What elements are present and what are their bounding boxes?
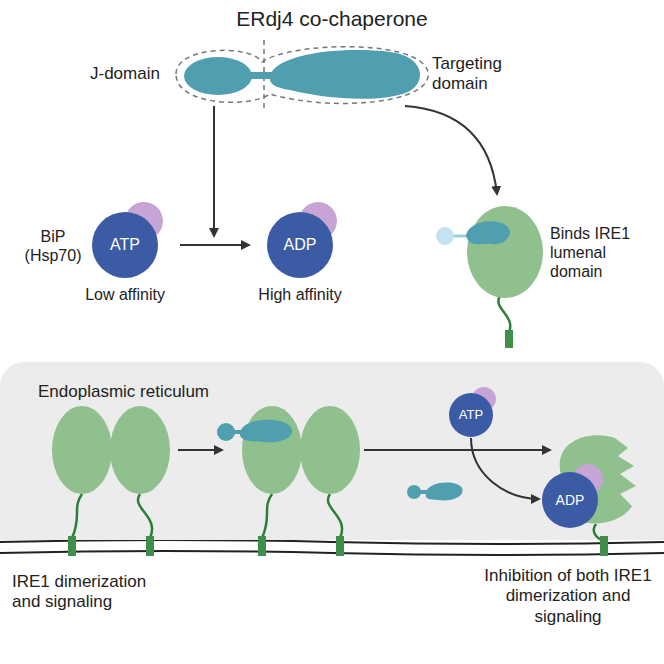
nucleotide-label: ADP <box>540 492 600 509</box>
affinity-label: Low affinity <box>75 285 175 304</box>
bip-adp-state: ADP High affinity <box>250 195 350 320</box>
affinity-label: High affinity <box>250 285 350 304</box>
nucleotide-label: ATP <box>448 407 494 423</box>
bip-atp-state: BiP (Hsp70) ATP Low affinity <box>20 195 180 320</box>
compartment-label: Endoplasmic reticulum <box>38 382 258 402</box>
text-slot: ADP <box>540 492 600 509</box>
outcome-label: Inhibition of both IRE1 dimerization and… <box>482 566 654 627</box>
binding-note: Binds IRE1 lumenal domain <box>550 224 660 282</box>
text-slot: Binds IRE1 lumenal domain <box>550 224 660 282</box>
text-slot: BiP (Hsp70) <box>20 227 86 265</box>
er-lumen-band: Endoplasmic reticulumATP ADP <box>0 362 664 540</box>
nucleotide-label: ATP <box>92 235 158 254</box>
domain-label: Targeting domain <box>432 54 524 95</box>
text-slot: High affinity <box>250 285 350 304</box>
text-slot: Targeting domain <box>432 54 524 95</box>
ire1-lumenal-domain <box>436 206 543 348</box>
bip-adp-bound: ADP <box>540 468 600 530</box>
reaction-arrow <box>180 244 249 246</box>
domain-label: J-domain <box>90 64 172 84</box>
text-slot: J-domain <box>90 64 172 84</box>
erdj4-cochaperone: J-domain Targeting domain <box>90 32 526 114</box>
diagram-title: ERdj4 co-chaperone <box>132 6 532 31</box>
targeting-arrow <box>405 106 497 194</box>
bip-atp: ATP <box>448 392 494 438</box>
text-slot: ATP <box>448 407 494 423</box>
outcome-label: IRE1 dimerization and signaling <box>12 572 172 613</box>
er-membrane <box>0 551 664 555</box>
text-slot: ADP <box>267 235 333 254</box>
er-membrane <box>0 540 664 544</box>
nucleotide-label: ADP <box>267 235 333 254</box>
text-slot: Endoplasmic reticulum <box>38 382 258 402</box>
text-slot: ERdj4 co-chaperone <box>132 6 532 31</box>
text-slot: IRE1 dimerization and signaling <box>12 572 172 613</box>
text-slot: ATP <box>92 235 158 254</box>
text-slot: Low affinity <box>75 285 175 304</box>
text-slot: Inhibition of both IRE1 dimerization and… <box>482 566 654 627</box>
j-domain-arrow <box>213 106 215 236</box>
protein-name: BiP (Hsp70) <box>20 227 86 265</box>
